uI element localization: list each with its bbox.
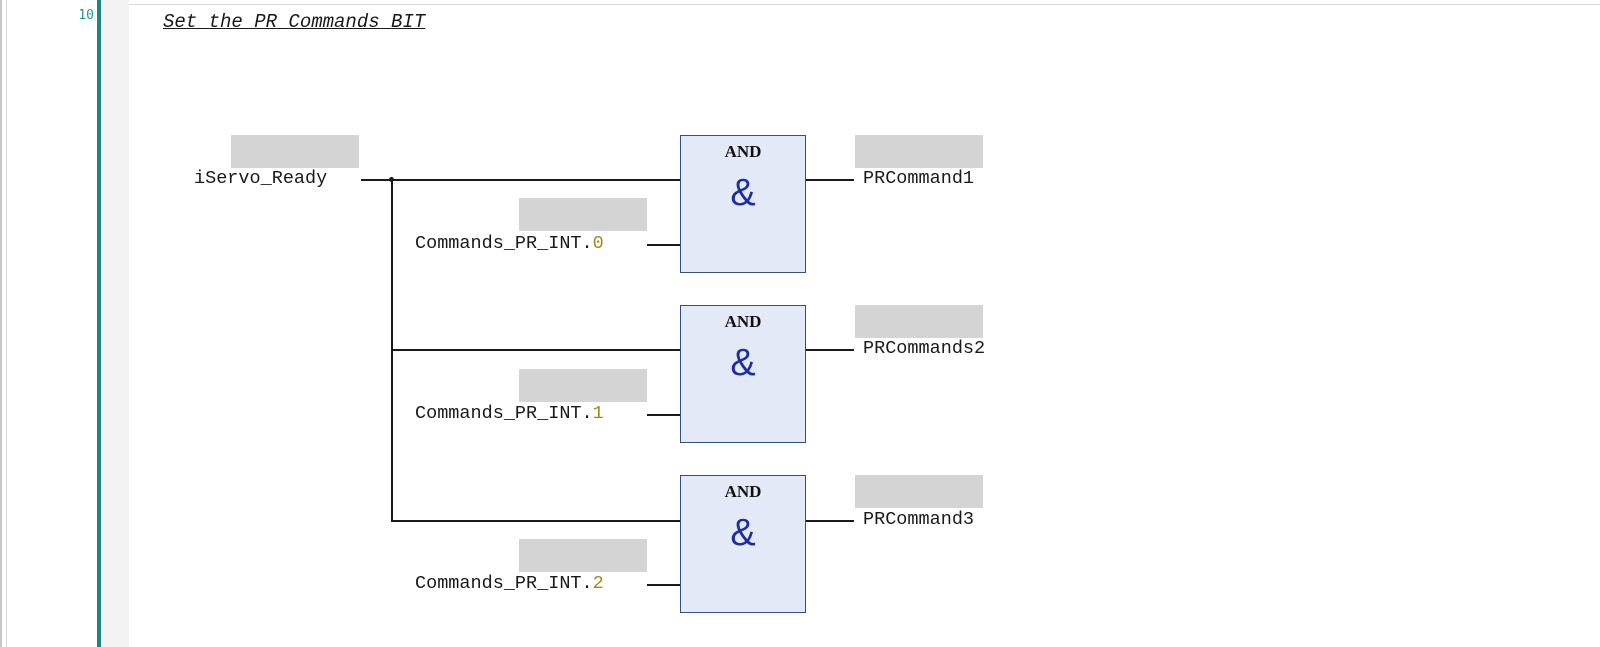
network-top-border — [100, 4, 1600, 5]
address-placeholder-output-2[interactable] — [855, 305, 983, 338]
wire-branch-vertical — [391, 180, 393, 521]
and-symbol-icon: & — [730, 342, 756, 384]
network-number[interactable]: 10 — [78, 8, 94, 23]
window-frame-inner — [6, 0, 7, 647]
wire-output-3 — [806, 520, 854, 522]
wire-junction — [389, 177, 394, 182]
input-variable-commands-pr-int-2[interactable]: Commands_PR_INT.2 — [415, 573, 604, 594]
and-symbol-icon: & — [730, 512, 756, 554]
and-block-3[interactable]: AND & — [680, 475, 806, 613]
bit-index-2: 2 — [592, 573, 604, 594]
address-placeholder-input-2[interactable] — [519, 369, 647, 402]
network-marker-bar — [97, 0, 101, 647]
address-placeholder-input-3[interactable] — [519, 539, 647, 572]
network-gutter[interactable] — [101, 0, 129, 647]
input-variable-iservo-ready[interactable]: iServo_Ready — [194, 168, 328, 189]
wire-input-3 — [647, 584, 680, 586]
wire-input-1 — [647, 244, 680, 246]
output-variable-prcommand3[interactable]: PRCommand3 — [863, 509, 975, 530]
window-frame-left — [0, 0, 2, 647]
address-placeholder-output-3[interactable] — [855, 475, 983, 508]
wire-iservo-ready-branch-3 — [391, 520, 680, 522]
and-block-1[interactable]: AND & — [680, 135, 806, 273]
and-block-2[interactable]: AND & — [680, 305, 806, 443]
address-placeholder-output-1[interactable] — [855, 135, 983, 168]
and-block-type-label: AND — [724, 142, 762, 161]
wire-output-2 — [806, 349, 854, 351]
address-placeholder-iservo-ready[interactable] — [231, 135, 359, 168]
and-block-type-label: AND — [724, 312, 762, 331]
and-block-type-label: AND — [724, 482, 762, 501]
network-comment[interactable]: Set the PR Commands BIT — [163, 11, 426, 33]
input-variable-commands-pr-int-0[interactable]: Commands_PR_INT.0 — [415, 233, 604, 254]
wire-iservo-ready-branch-2 — [391, 349, 680, 351]
wire-input-2 — [647, 414, 680, 416]
input-variable-commands-pr-int-1[interactable]: Commands_PR_INT.1 — [415, 403, 604, 424]
and-symbol-icon: & — [730, 172, 756, 214]
wire-iservo-ready — [361, 179, 680, 181]
address-placeholder-input-1[interactable] — [519, 198, 647, 231]
wire-output-1 — [806, 179, 854, 181]
bit-index-1: 1 — [592, 403, 604, 424]
output-variable-prcommands2[interactable]: PRCommands2 — [863, 338, 986, 359]
bit-index-0: 0 — [592, 233, 604, 254]
output-variable-prcommand1[interactable]: PRCommand1 — [863, 168, 975, 189]
